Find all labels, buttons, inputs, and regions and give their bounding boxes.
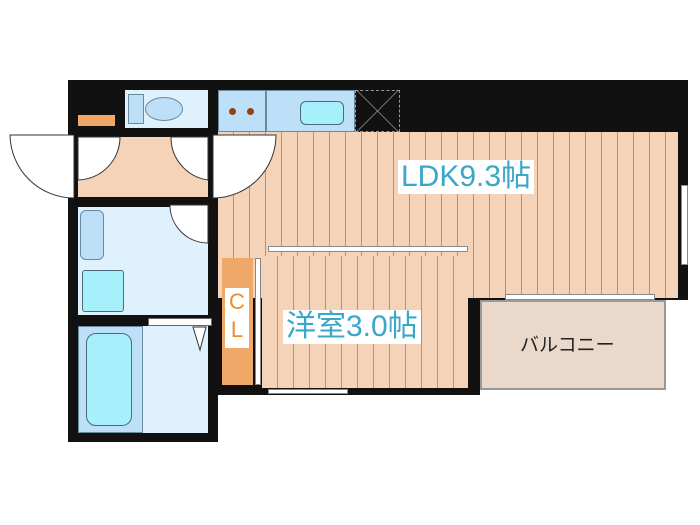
ldk-label: LDK9.3帖: [398, 160, 535, 194]
entrance-closet-door-icon: [77, 136, 121, 181]
closet-label-l: L: [230, 317, 244, 342]
closet-sliding-door[interactable]: [255, 258, 261, 385]
bedroom-sliding-door[interactable]: [268, 246, 468, 252]
burner-icon: [229, 108, 236, 115]
washroom-door-icon: [169, 204, 209, 244]
bath-door: [148, 318, 212, 326]
bedroom-window: [268, 389, 348, 394]
stove: [218, 90, 266, 132]
toilet-bowl-icon: [145, 97, 183, 121]
shoe-shelf: [78, 115, 115, 126]
entrance-door-icon: [9, 134, 75, 199]
balcony: [480, 300, 666, 390]
burner-icon: [247, 108, 254, 115]
bedroom-label: 洋室3.0帖: [283, 310, 421, 344]
ldk-side-window: [681, 185, 688, 265]
fridge-space: [355, 90, 400, 132]
bathtub-basin-icon: [86, 333, 132, 426]
balcony-window[interactable]: [505, 294, 655, 300]
toilet-door-icon: [170, 136, 209, 181]
washing-machine-icon: [82, 270, 124, 312]
balcony-label: バルコニー: [520, 335, 615, 356]
bath-vent-icon: [192, 326, 207, 352]
sink-icon: [300, 101, 344, 125]
closet-label-c: C: [229, 289, 245, 314]
washbasin-icon: [80, 210, 104, 260]
ldk-door-icon: [212, 134, 277, 199]
toilet-tank-icon: [128, 94, 144, 124]
